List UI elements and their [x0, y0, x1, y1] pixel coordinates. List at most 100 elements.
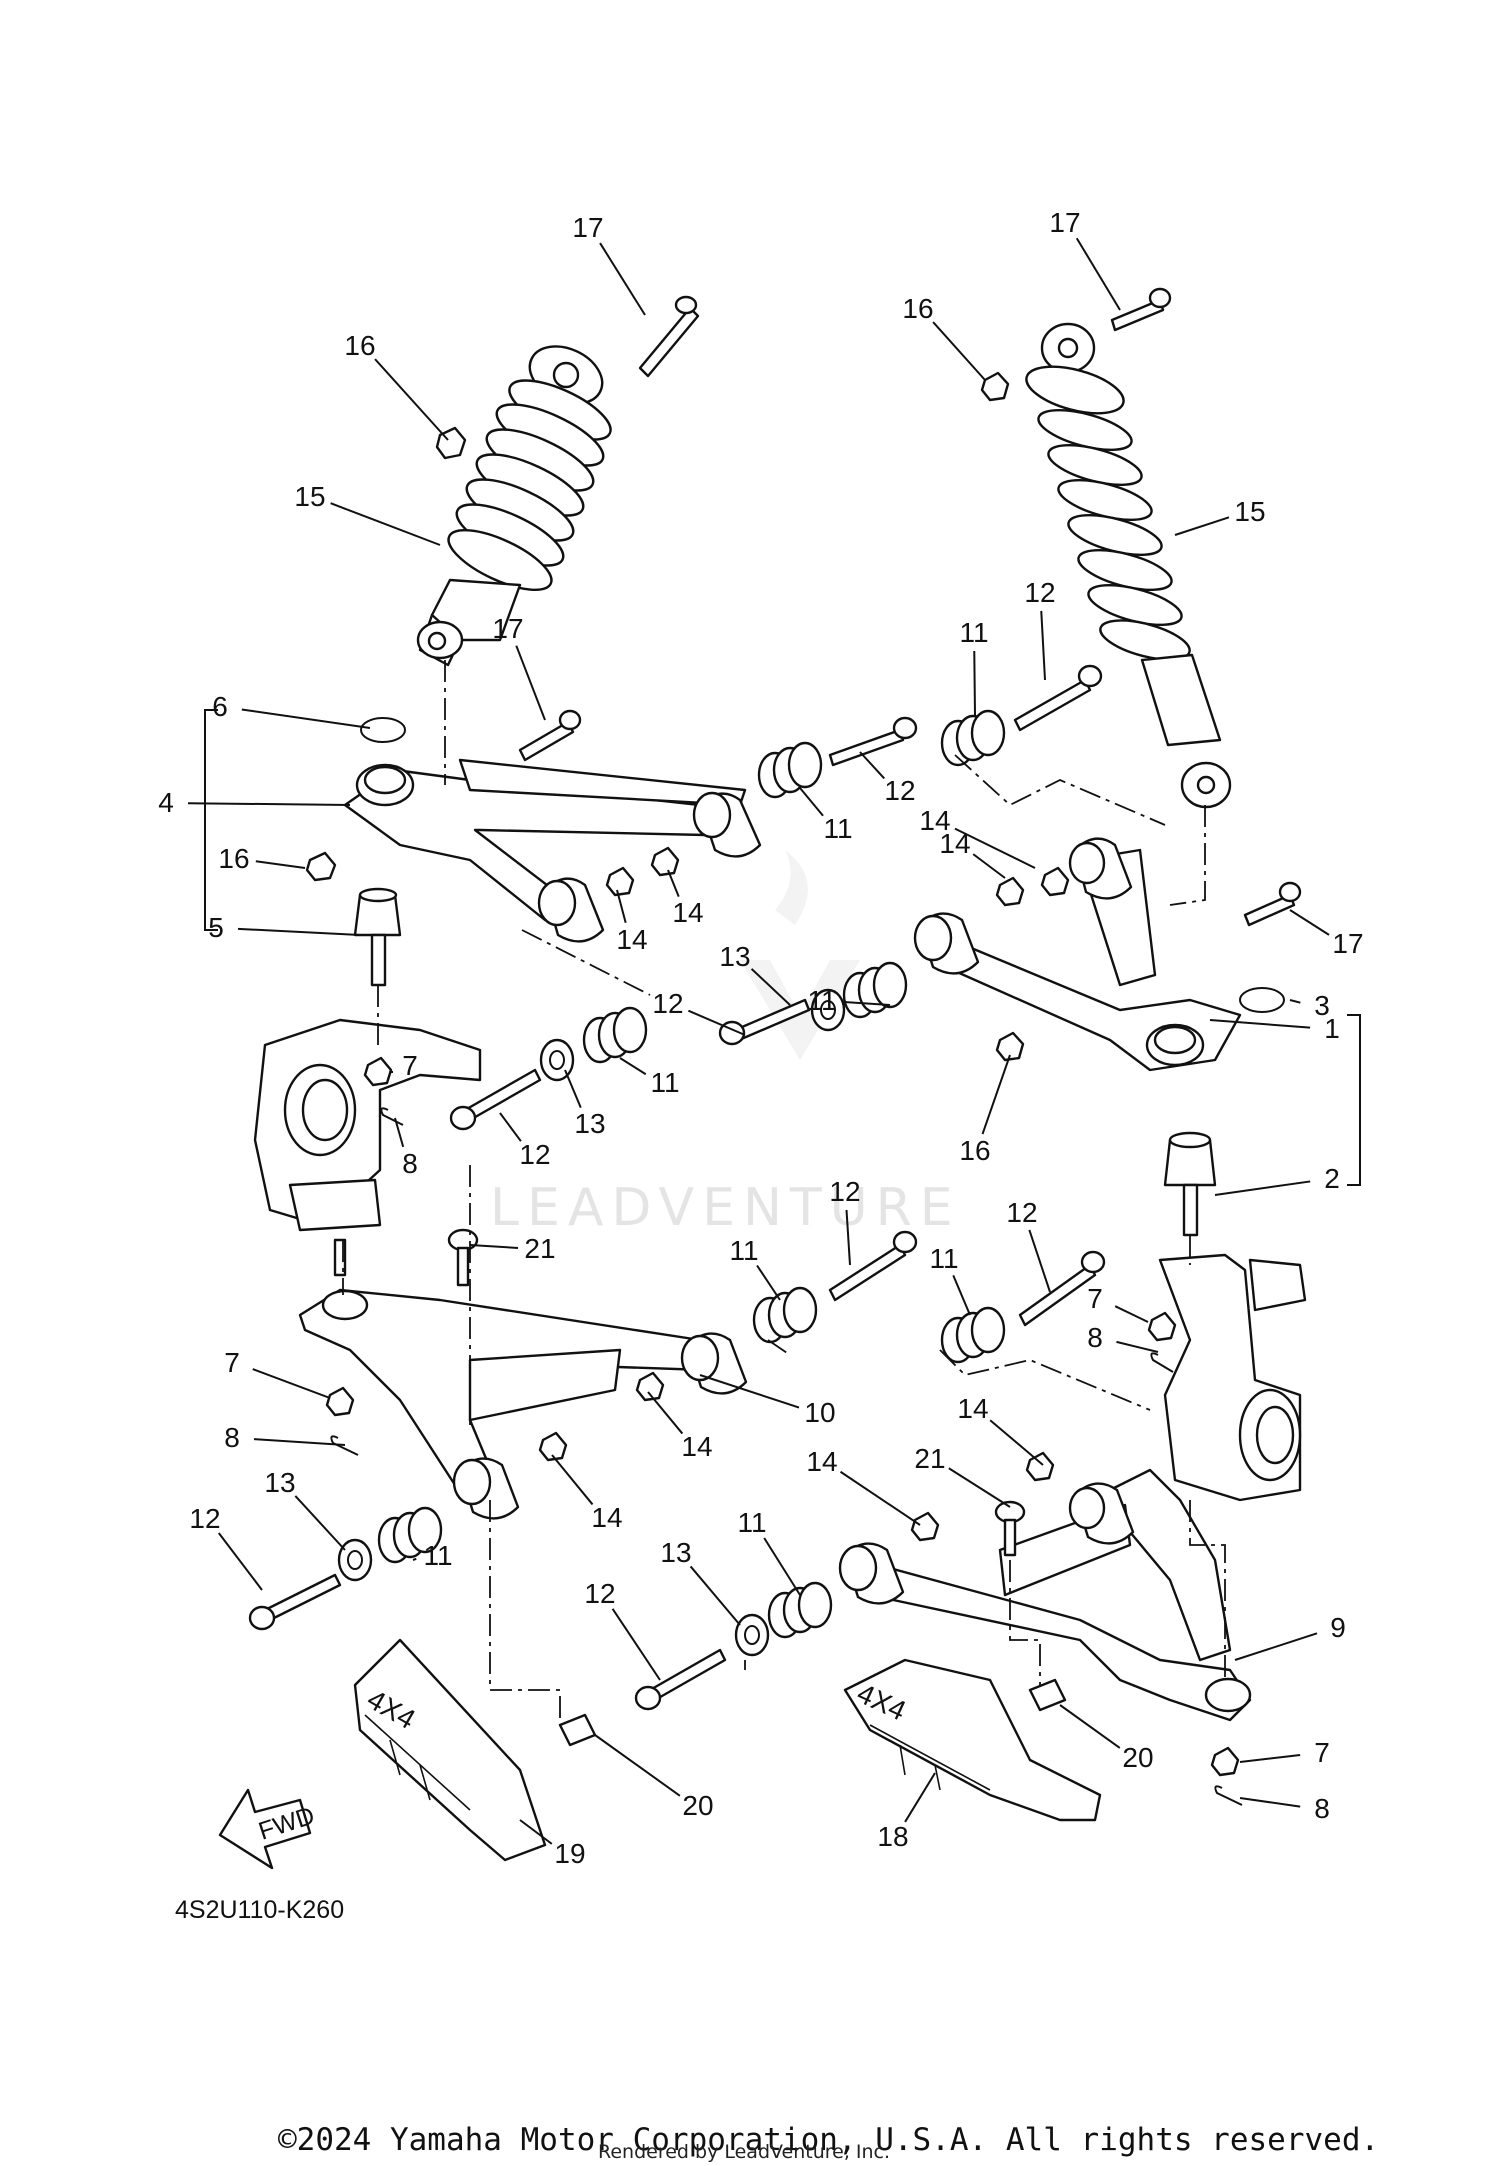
- callout-number: 5: [208, 912, 224, 943]
- callout-leader-line: [217, 1532, 263, 1591]
- callout-leader-line: [948, 1467, 1011, 1508]
- callout-leader-line: [412, 1557, 417, 1561]
- callout-number: 7: [1087, 1283, 1103, 1314]
- left-shock-absorber: [416, 345, 612, 667]
- callout-leader-line: [973, 650, 976, 716]
- callout-leader-line: [989, 1419, 1044, 1466]
- callout-leader-line: [1209, 1019, 1311, 1029]
- callout-leader-line: [294, 1495, 346, 1551]
- callout-number: 17: [1332, 928, 1363, 959]
- callout-leader-line: [904, 1772, 936, 1823]
- forward-arrow-icon: FWD: [218, 1788, 318, 1870]
- callout-number: 13: [719, 941, 750, 972]
- callout-number: 21: [524, 1233, 555, 1264]
- callout-leader-line: [564, 1069, 582, 1109]
- callout-number: 14: [681, 1431, 712, 1462]
- callout-leader-line: [237, 927, 361, 936]
- callout-leader-line: [954, 827, 1036, 869]
- callout-leader-line: [1059, 1704, 1121, 1749]
- callout-leader-line: [763, 1537, 801, 1596]
- callout-leader-line: [515, 645, 546, 721]
- callout-leader-line: [374, 358, 449, 441]
- callout-leader-line: [667, 869, 680, 898]
- callout-leader-line: [394, 1117, 405, 1148]
- callout-leader-line: [519, 1819, 553, 1845]
- callout-number: 12: [519, 1139, 550, 1170]
- callout-leader-line: [972, 853, 1006, 879]
- leader-lines: [187, 237, 1330, 1845]
- callout-leader-line: [611, 1608, 661, 1681]
- callout-number: 12: [652, 988, 683, 1019]
- callout-number: 8: [402, 1148, 418, 1179]
- callout-number: 2: [1324, 1163, 1340, 1194]
- callout-number: 20: [1122, 1742, 1153, 1773]
- diagram-code: 4S2U110-K260: [175, 1896, 344, 1924]
- callout-number: 14: [957, 1393, 988, 1424]
- callout-leader-line: [330, 502, 441, 546]
- callout-number: 11: [959, 617, 988, 648]
- left-ball-joint: [353, 887, 402, 987]
- right-steering-knuckle: [1158, 1253, 1307, 1502]
- callout-leader-line: [599, 242, 646, 316]
- left-steering-knuckle: [253, 1018, 482, 1277]
- callout-number: 14: [672, 897, 703, 928]
- callout-leader-line: [845, 1209, 851, 1266]
- right-lower-arm: [838, 1468, 1252, 1722]
- callout-number: 10: [804, 1397, 835, 1428]
- callout-number: 9: [1330, 1612, 1346, 1643]
- callout-leader-line: [252, 1368, 331, 1399]
- callout-number: 15: [294, 481, 325, 512]
- callout-number: 11: [729, 1235, 758, 1266]
- assembly-lines: [342, 660, 1226, 1720]
- hardware-parts: [248, 287, 1302, 1806]
- callout-number: 12: [189, 1503, 220, 1534]
- callout-number: 4: [158, 787, 174, 818]
- callout-leader-line: [689, 1565, 741, 1626]
- callout-leader-line: [241, 708, 371, 729]
- left-arm-guard: 4X4: [353, 1638, 547, 1862]
- callout-leader-line: [859, 751, 885, 780]
- callout-number: 8: [224, 1422, 240, 1453]
- callout-number: 17: [492, 613, 523, 644]
- watermark-text: LEADVENTURE: [490, 1178, 961, 1238]
- left-upper-arm: [343, 758, 762, 943]
- callout-leader-line: [616, 889, 627, 924]
- callout-number: 17: [572, 212, 603, 243]
- callout-number: 11: [737, 1507, 766, 1538]
- callout-number: 14: [919, 805, 950, 836]
- callout-number: 8: [1314, 1793, 1330, 1824]
- callout-number: 13: [264, 1467, 295, 1498]
- callout-number: 16: [902, 293, 933, 324]
- callout-leader-line: [843, 1001, 891, 1006]
- right-shock-absorber: [1025, 322, 1232, 809]
- callout-number: 11: [423, 1540, 452, 1571]
- callout-number: 20: [682, 1790, 713, 1821]
- callout-number: 19: [554, 1838, 585, 1869]
- callout-number: 11: [807, 985, 836, 1016]
- right-upper-arm: [913, 837, 1242, 1072]
- callout-number: 13: [574, 1108, 605, 1139]
- callout-leader-line: [1174, 516, 1230, 536]
- callout-leader-line: [981, 1054, 1011, 1135]
- callout-leader-line: [1214, 1180, 1311, 1196]
- callout-leader-line: [499, 1112, 522, 1142]
- callout-leader-line: [1075, 237, 1121, 311]
- callout-leader-line: [699, 1374, 800, 1409]
- callout-leader-line: [619, 1057, 647, 1076]
- rendered-by-notice: Rendered by LeadVenture, Inc.: [598, 2141, 890, 2163]
- callout-leader-line: [1289, 909, 1330, 936]
- callout-leader-line: [255, 860, 306, 869]
- callout-number: 8: [1087, 1322, 1103, 1353]
- callout-number: 7: [224, 1347, 240, 1378]
- callout-leader-line: [756, 1264, 781, 1301]
- callout-number: 1: [1324, 1013, 1340, 1044]
- right-arm-guard: 4X4: [843, 1658, 1102, 1822]
- callout-leader-line: [688, 1009, 746, 1036]
- callout-leader-line: [1116, 1340, 1159, 1353]
- callout-leader-line: [1040, 610, 1046, 681]
- callout-number: 14: [616, 924, 647, 955]
- callout-leader-line: [187, 802, 351, 806]
- callout-leader-line: [1239, 1797, 1301, 1808]
- callout-leader-line: [932, 321, 986, 381]
